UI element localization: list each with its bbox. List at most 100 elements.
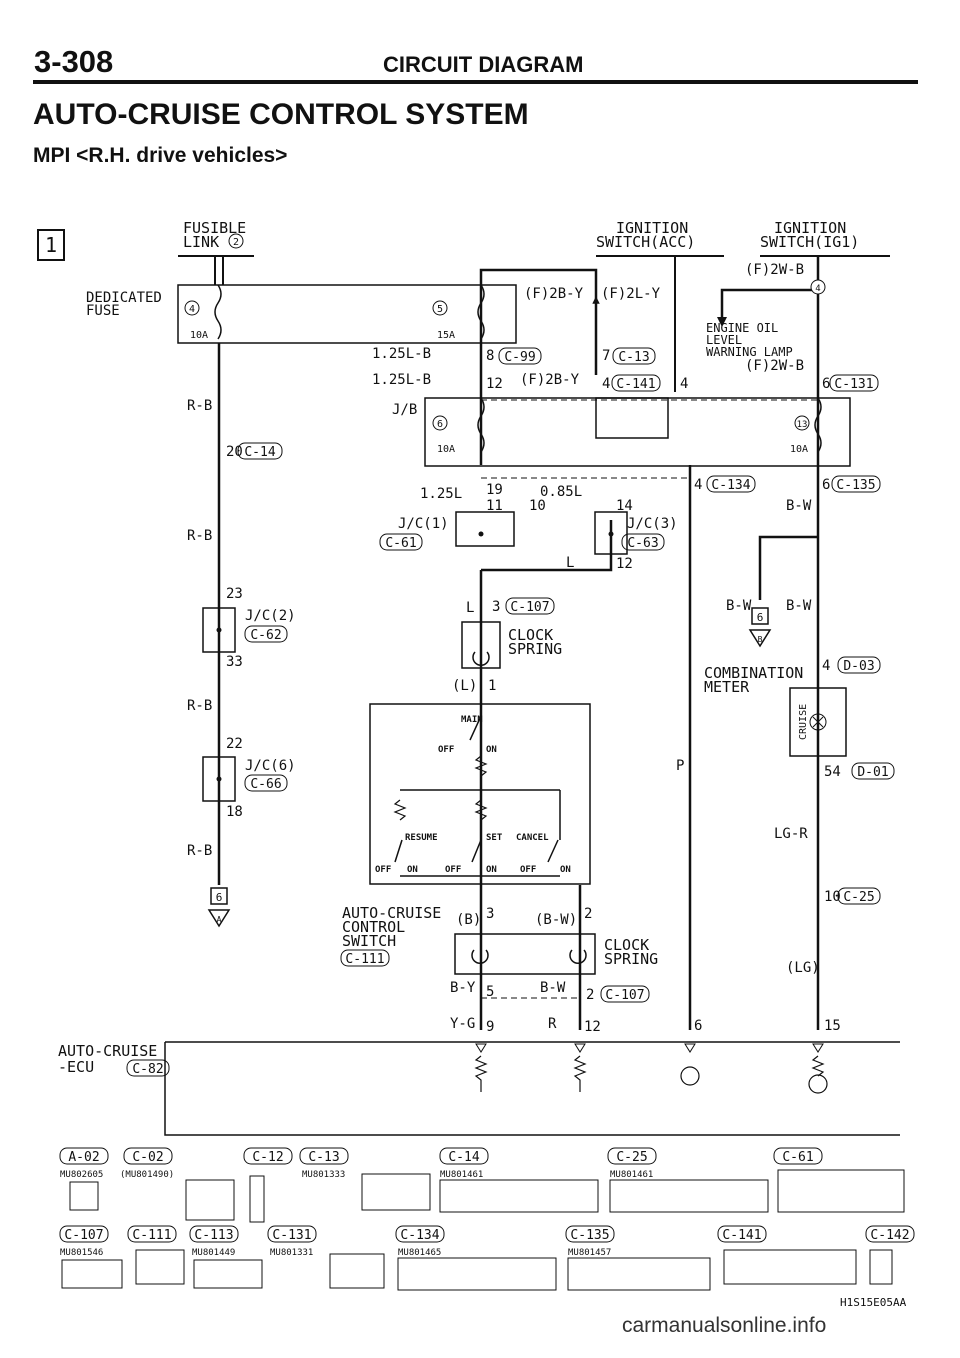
svg-text:2: 2 (586, 987, 594, 1003)
svg-text:22: 22 (226, 736, 243, 752)
svg-text:13: 13 (797, 420, 808, 430)
svg-text:12: 12 (616, 556, 633, 572)
svg-text:6: 6 (757, 611, 764, 624)
svg-text:OFF: OFF (375, 865, 391, 875)
svg-text:D-01: D-01 (857, 765, 888, 780)
svg-text:(F)2B-Y: (F)2B-Y (520, 372, 580, 388)
dedicated-fuse: DEDICATED FUSE 4 10A 5 15A (86, 284, 517, 344)
svg-text:C-99: C-99 (504, 350, 535, 365)
svg-text:(LG): (LG) (786, 960, 820, 976)
svg-text:12: 12 (584, 1019, 601, 1035)
sheet-number-box: 1 (37, 229, 65, 261)
svg-text:19: 19 (486, 482, 503, 498)
svg-text:C-113: C-113 (194, 1228, 233, 1243)
junction-connectors: J/C(1) J/C(3) J/C(2) J/C(6) (202, 511, 678, 802)
svg-text:C-14: C-14 (448, 1150, 479, 1165)
svg-text:C-135: C-135 (570, 1228, 609, 1243)
svg-text:RESUME: RESUME (405, 833, 438, 843)
page-number: 3-308 (34, 44, 114, 79)
svg-text:C-63: C-63 (627, 536, 658, 551)
auto-cruise-ecu: AUTO-CRUISE -ECU (58, 1041, 900, 1136)
svg-text:33: 33 (226, 654, 243, 670)
svg-text:C-111: C-111 (345, 952, 384, 967)
svg-text:(F)2W-B: (F)2W-B (745, 358, 804, 374)
svg-text:11: 11 (486, 498, 503, 514)
svg-text:CLOCK: CLOCK (604, 936, 649, 954)
svg-text:MU801449: MU801449 (192, 1248, 235, 1258)
fuse-5-number: 5 (437, 304, 443, 315)
svg-text:MU801546: MU801546 (60, 1248, 103, 1258)
connector-legend: A-02 MU802605 C-02 (MU801490) C-12 C-13 … (59, 1147, 915, 1309)
svg-text:CONTROL: CONTROL (342, 918, 405, 936)
svg-text:C-142: C-142 (870, 1228, 909, 1243)
svg-text:CRUISE: CRUISE (798, 704, 809, 740)
svg-text:10: 10 (529, 498, 546, 514)
watermark: carmanualsonline.info (622, 1314, 827, 1337)
svg-text:METER: METER (704, 678, 750, 696)
svg-text:C-107: C-107 (605, 988, 644, 1003)
svg-text:A: A (217, 915, 222, 924)
svg-text:C-131: C-131 (834, 377, 873, 392)
svg-text:C-12: C-12 (252, 1150, 283, 1165)
ignition-switch-ig1: IGNITION SWITCH(IG1) (760, 219, 890, 257)
svg-text:(B): (B) (456, 912, 481, 928)
svg-text:B-W: B-W (540, 980, 566, 996)
svg-text:C-134: C-134 (400, 1228, 439, 1243)
clock-spring-upper: CLOCK SPRING (461, 621, 562, 669)
svg-text:C-25: C-25 (616, 1150, 647, 1165)
svg-text:C-131: C-131 (272, 1228, 311, 1243)
svg-text:10: 10 (824, 889, 841, 905)
svg-text:J/C(2): J/C(2) (245, 608, 296, 624)
svg-text:IGNITION: IGNITION (616, 219, 688, 237)
fusible-link: FUSIBLE LINK 2 (178, 219, 254, 285)
svg-text:C-135: C-135 (836, 478, 875, 493)
svg-text:C-107: C-107 (64, 1228, 103, 1243)
header-rule (33, 80, 918, 84)
svg-text:C-25: C-25 (843, 890, 874, 905)
svg-text:6: 6 (822, 376, 830, 392)
svg-text:C-111: C-111 (132, 1228, 171, 1243)
svg-text:C-141: C-141 (616, 377, 655, 392)
svg-text:C-02: C-02 (132, 1150, 163, 1165)
svg-text:C-13: C-13 (618, 350, 649, 365)
svg-text:MAIN: MAIN (461, 715, 483, 725)
svg-text:C-13: C-13 (308, 1150, 339, 1165)
svg-text:MU802605: MU802605 (60, 1170, 103, 1180)
clock-spring-lower: CLOCK SPRING (454, 933, 658, 975)
svg-text:8: 8 (486, 348, 494, 364)
fuse-4-rating: 10A (190, 330, 208, 341)
svg-text:ENGINE OIL: ENGINE OIL (706, 321, 778, 335)
svg-text:0.85L: 0.85L (540, 484, 582, 500)
svg-text:R-B: R-B (187, 528, 212, 544)
svg-text:MU801461: MU801461 (610, 1170, 653, 1180)
fuse-4-number: 4 (189, 304, 195, 315)
svg-text:C-82: C-82 (132, 1062, 163, 1077)
svg-text:B-W: B-W (726, 598, 752, 614)
svg-text:MU801461: MU801461 (440, 1170, 483, 1180)
svg-text:C-141: C-141 (722, 1228, 761, 1243)
svg-text:15: 15 (824, 1018, 841, 1034)
svg-text:C-61: C-61 (385, 536, 416, 551)
svg-text:L: L (466, 600, 474, 616)
svg-text:J/C(1): J/C(1) (398, 516, 449, 532)
svg-text:SPRING: SPRING (508, 640, 562, 658)
svg-text:5: 5 (486, 984, 494, 1000)
svg-text:1: 1 (488, 678, 496, 694)
svg-text:OFF: OFF (445, 865, 461, 875)
svg-text:(F)2B-Y: (F)2B-Y (524, 286, 584, 302)
fusible-link-number: 2 (233, 237, 239, 248)
svg-text:6: 6 (437, 419, 443, 430)
svg-text:SWITCH(IG1): SWITCH(IG1) (760, 233, 859, 251)
svg-text:C-61: C-61 (782, 1150, 813, 1165)
svg-text:3: 3 (486, 906, 494, 922)
svg-text:6: 6 (822, 477, 830, 493)
svg-text:C-66: C-66 (250, 777, 281, 792)
combination-meter: COMBINATION METER CRUISE (704, 664, 847, 757)
svg-text:R-B: R-B (187, 843, 212, 859)
svg-text:4: 4 (822, 658, 830, 674)
svg-text:4: 4 (694, 477, 702, 493)
svg-text:9: 9 (486, 1019, 494, 1035)
svg-text:SWITCH: SWITCH (342, 932, 396, 950)
svg-text:(F)2L-Y: (F)2L-Y (601, 286, 661, 302)
